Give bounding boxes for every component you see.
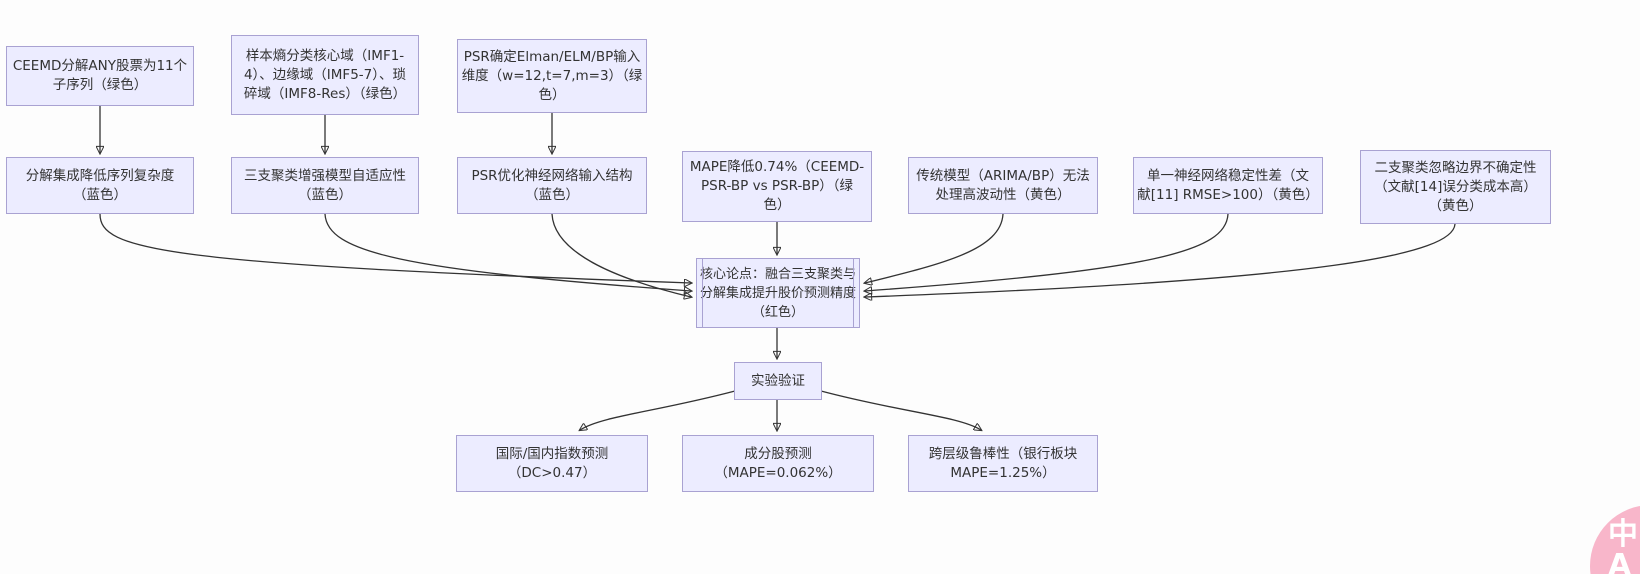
node-traditional-model-limit: 传统模型（ARIMA/BP）无法 处理高波动性（黄色） [908,157,1098,214]
node-experiment-validation: 实验验证 [734,362,822,400]
edge-threeway-to-core [324,213,691,291]
translate-floating-button[interactable]: 中 A [1590,505,1640,574]
edge-psrben-to-core [551,213,691,297]
node-mape-improvement: MAPE降低0.74%（CEEMD- PSR-BP vs PSR-BP）（绿 色… [682,151,872,222]
edge-decomp-to-core [99,213,691,283]
edge-single-to-core [865,213,1229,291]
node-three-way-clustering-benefit: 三支聚类增强模型自适应性 （蓝色） [231,157,419,214]
node-single-nn-instability: 单一神经网络稳定性差（文 献[11] RMSE>100）（黄色） [1133,157,1323,214]
node-index-prediction: 国际/国内指数预测 （DC>0.47） [456,435,648,492]
node-constituent-stock-prediction: 成分股预测 （MAPE=0.062%） [682,435,874,492]
node-ceemd-decomposition: CEEMD分解ANY股票为11个 子序列（绿色） [6,46,194,106]
edge-experiment-to-robustness [820,390,981,430]
node-psr-structure-benefit: PSR优化神经网络输入结构 （蓝色） [457,157,647,214]
node-two-way-clustering-limit: 二支聚类忽略边界不确定性 （文献[14]误分类成本高） （黄色） [1360,150,1551,224]
node-decomposition-benefit: 分解集成降低序列复杂度 （蓝色） [6,157,194,214]
edge-experiment-to-index [580,390,736,430]
node-cross-level-robustness: 跨层级鲁棒性（银行板块 MAPE=1.25%） [908,435,1098,492]
edge-trad-to-core [865,213,1004,283]
edge-twoway-to-core [865,223,1456,297]
node-psr-input-dimension: PSR确定Elman/ELM/BP输入 维度（w=12,t=7,m=3）（绿 色… [457,39,647,113]
node-sample-entropy-domains: 样本熵分类核心域（IMF1- 4）、边缘域（IMF5-7）、琐 碎域（IMF8-… [231,35,419,115]
node-core-thesis: 核心论点：融合三支聚类与 分解集成提升股价预测精度 （红色） [696,258,860,328]
